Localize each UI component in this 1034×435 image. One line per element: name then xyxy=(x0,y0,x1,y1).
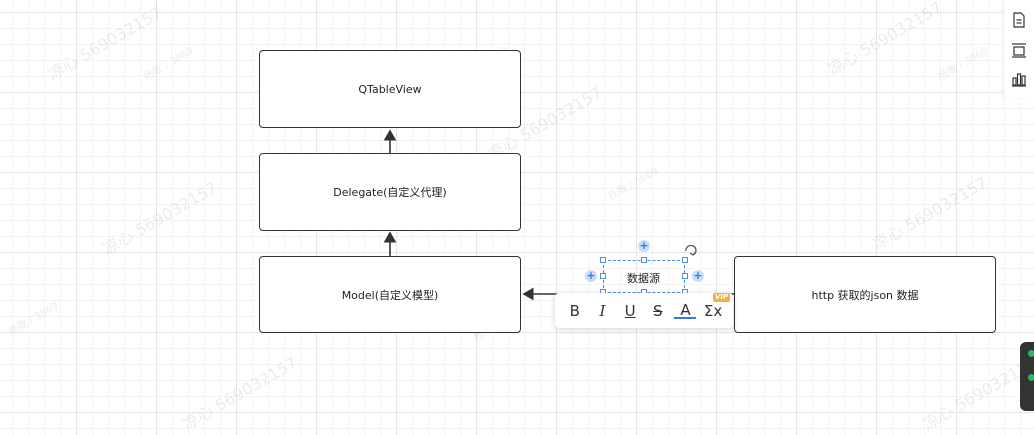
italic-button[interactable]: I xyxy=(599,301,606,320)
underline-button[interactable]: U xyxy=(624,301,636,320)
resize-handle[interactable] xyxy=(600,257,606,263)
node-label: Delegate(自定义代理) xyxy=(333,186,447,199)
right-side-panel xyxy=(1003,0,1034,98)
status-dot xyxy=(1028,350,1034,357)
node-http-json[interactable]: http 获取的json 数据 xyxy=(734,256,996,333)
page-icon[interactable] xyxy=(1011,12,1027,28)
resize-handle[interactable] xyxy=(641,257,647,263)
resize-handle[interactable] xyxy=(682,257,688,263)
node-qtableview[interactable]: QTableView xyxy=(259,50,521,128)
strikethrough-button[interactable]: S xyxy=(653,301,663,320)
text-format-toolbar: B I U S A Σx VIP xyxy=(555,292,733,328)
formula-button[interactable]: Σx VIP xyxy=(702,292,731,320)
node-label: Model(自定义模型) xyxy=(341,288,439,302)
add-connection-icon[interactable]: + xyxy=(585,269,597,282)
edge-label-datasource[interactable]: 数据源 xyxy=(627,272,660,285)
node-delegate[interactable]: Delegate(自定义代理) xyxy=(259,153,521,231)
rotate-icon[interactable] xyxy=(684,245,698,257)
add-connection-icon[interactable]: + xyxy=(638,239,650,252)
bold-button[interactable]: B xyxy=(569,301,580,320)
node-label: QTableView xyxy=(358,82,422,96)
resize-handle[interactable] xyxy=(600,273,606,279)
layout-icon[interactable] xyxy=(1011,42,1027,58)
node-model[interactable]: Model(自定义模型) xyxy=(259,256,521,333)
font-color-button[interactable]: A xyxy=(674,302,697,319)
node-label: http 获取的json 数据 xyxy=(811,288,919,302)
add-connection-icon[interactable]: + xyxy=(692,269,704,282)
status-dot xyxy=(1028,374,1034,381)
chart-icon[interactable] xyxy=(1011,71,1027,87)
resize-handle[interactable] xyxy=(682,273,688,279)
floating-panel-tab[interactable] xyxy=(1020,342,1034,411)
vip-badge: VIP xyxy=(712,292,731,302)
formula-icon: Σx xyxy=(703,301,723,320)
